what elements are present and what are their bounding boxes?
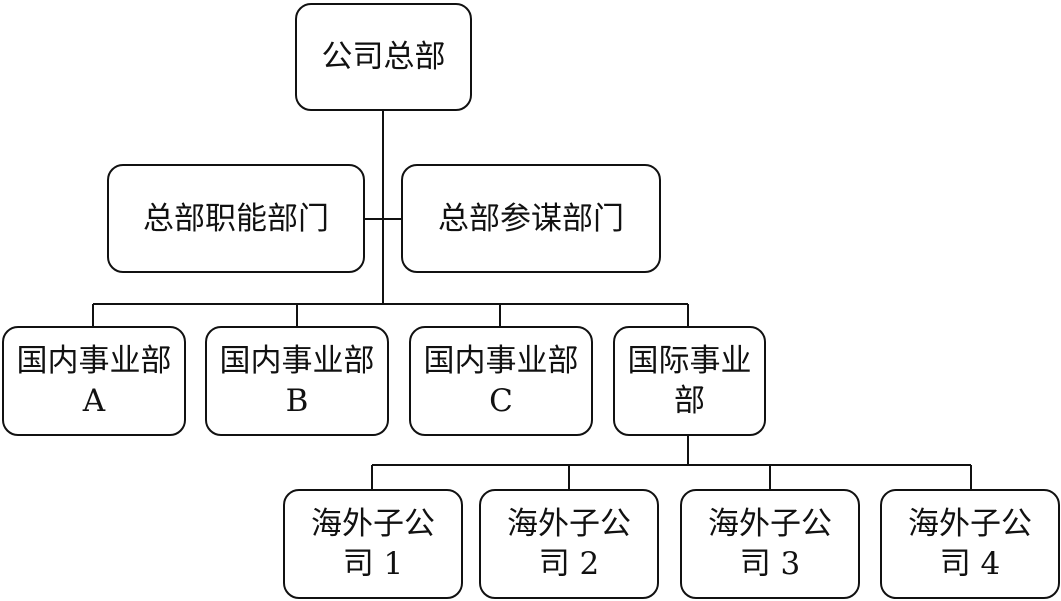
node-hq-functional: 总部职能部门 bbox=[107, 164, 365, 273]
node-hq-functional-label: 总部职能部门 bbox=[143, 200, 329, 237]
node-domestic-b-line1: 国内事业部 bbox=[219, 343, 375, 379]
node-overseas-2-line1: 海外子公 bbox=[507, 506, 631, 542]
node-overseas-4-line2: 司 4 bbox=[939, 546, 1001, 582]
node-overseas-1-line1: 海外子公 bbox=[311, 506, 435, 542]
node-overseas-3-line2: 司 3 bbox=[739, 546, 801, 582]
node-international: 国际事业 部 bbox=[613, 326, 766, 436]
node-overseas-4-line1: 海外子公 bbox=[908, 506, 1032, 542]
node-domestic-c: 国内事业部 C bbox=[409, 326, 593, 436]
node-domestic-b-line2: B bbox=[285, 383, 309, 419]
node-overseas-1: 海外子公 司 1 bbox=[283, 489, 463, 599]
node-hq: 公司总部 bbox=[295, 3, 472, 111]
node-hq-label: 公司总部 bbox=[321, 39, 446, 75]
node-hq-staff: 总部参谋部门 bbox=[401, 164, 661, 273]
node-domestic-a-line2: A bbox=[82, 383, 106, 419]
node-domestic-a-line1: 国内事业部 bbox=[16, 343, 172, 379]
node-domestic-c-line1: 国内事业部 bbox=[423, 343, 579, 379]
node-overseas-2: 海外子公 司 2 bbox=[479, 489, 659, 599]
node-domestic-c-line2: C bbox=[489, 383, 513, 419]
node-overseas-3-line1: 海外子公 bbox=[708, 506, 832, 542]
node-overseas-2-line2: 司 2 bbox=[538, 546, 600, 582]
node-hq-staff-label: 总部参谋部门 bbox=[438, 200, 624, 237]
node-overseas-3: 海外子公 司 3 bbox=[680, 489, 860, 599]
node-international-line1: 国际事业 bbox=[627, 343, 752, 379]
node-overseas-4: 海外子公 司 4 bbox=[880, 489, 1060, 599]
node-overseas-1-line2: 司 1 bbox=[342, 546, 404, 582]
node-domestic-a: 国内事业部 A bbox=[2, 326, 186, 436]
node-international-line2: 部 bbox=[674, 383, 705, 419]
node-domestic-b: 国内事业部 B bbox=[205, 326, 389, 436]
